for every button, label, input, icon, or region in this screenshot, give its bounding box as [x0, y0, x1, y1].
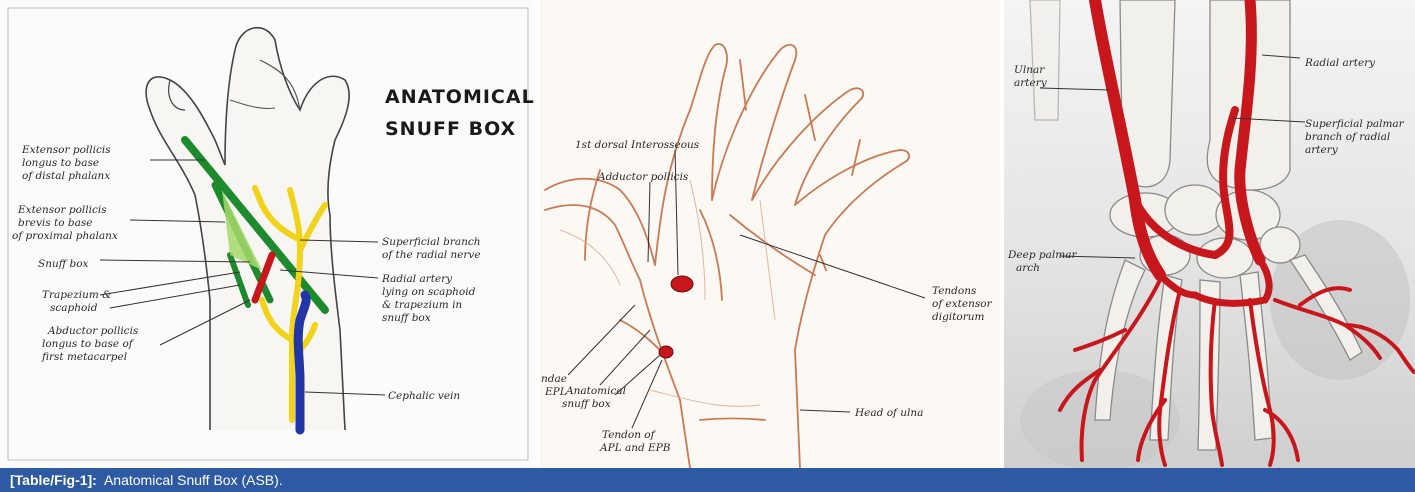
label-cephalic-vein: Cephalic vein — [388, 390, 460, 402]
label-ext-1: Tendons — [932, 285, 977, 297]
label-asb-1: Anatomical — [565, 385, 626, 397]
label-epb-2: brevis to base — [18, 217, 92, 229]
figure-illustration: ANATOMICAL SNUFF BOX Extensor pollicis l… — [0, 0, 1415, 468]
asb-marker — [659, 346, 673, 358]
label-srn-1: Superficial branch — [382, 236, 481, 248]
caption-text: Anatomical Snuff Box (ASB). — [104, 472, 283, 488]
label-epb-1: Extensor pollicis — [17, 204, 107, 216]
figure: ANATOMICAL SNUFF BOX Extensor pollicis l… — [0, 0, 1415, 468]
label-head-of-ulna: Head of ulna — [854, 407, 923, 419]
label-ulnar-1: Ulnar — [1014, 64, 1045, 76]
label-apl-3: first metacarpel — [41, 351, 127, 363]
label-epl-3: of distal phalanx — [22, 170, 110, 182]
label-adductor: Adductor pollicis — [597, 171, 689, 183]
fdi-marker — [671, 276, 693, 292]
label-ra-1: Radial artery — [381, 273, 453, 285]
label-srn-2: of the radial nerve — [382, 249, 481, 261]
label-ext-2: of extensor — [932, 298, 993, 310]
panel-3: Ulnar artery Radial artery Superficial p… — [1004, 0, 1415, 468]
label-epl-2: longus to base — [22, 157, 99, 169]
label-ulnar-2: artery — [1014, 77, 1048, 89]
label-apl-1: Abductor pollicis — [47, 325, 139, 337]
label-deep-1: Deep palmar — [1007, 249, 1077, 261]
faint-bone — [1030, 0, 1060, 120]
label-spb-3: artery — [1305, 144, 1339, 156]
label-ndae-2: EPL — [544, 386, 567, 398]
label-epb-3: of proximal phalanx — [12, 230, 118, 242]
label-snuff-box: Snuff box — [38, 258, 89, 270]
label-deep-2: arch — [1016, 262, 1040, 274]
panel-separator-2 — [1000, 0, 1004, 468]
label-tendon-1: Tendon of — [602, 429, 657, 441]
label-apl-2: longus to base of — [42, 338, 135, 350]
panel-2: 1st dorsal Interosseous Adductor pollici… — [540, 0, 1000, 468]
label-spb-1: Superficial palmar — [1305, 118, 1405, 130]
panel-1-title-line2: SNUFF BOX — [385, 118, 516, 140]
panel-separator-1 — [535, 0, 540, 468]
label-radial-artery: Radial artery — [1304, 57, 1376, 69]
label-trapezium-2: scaphoid — [50, 302, 98, 314]
label-trapezium-1: Trapezium & — [42, 289, 112, 301]
label-ra-2: lying on scaphoid — [382, 286, 476, 298]
label-spb-2: branch of radial — [1305, 131, 1390, 143]
figure-caption: [Table/Fig-1]: Anatomical Snuff Box (ASB… — [0, 468, 1415, 492]
label-epl-1: Extensor pollicis — [21, 144, 111, 156]
label-fdi: 1st dorsal Interosseous — [575, 139, 700, 151]
label-ext-3: digitorum — [932, 311, 984, 323]
panel-1-title-line1: ANATOMICAL — [385, 86, 535, 108]
label-ndae-1: ndae — [541, 373, 567, 385]
label-ra-3: & trapezium in — [382, 299, 462, 311]
caption-label: [Table/Fig-1]: — [10, 472, 97, 488]
label-ra-4: snuff box — [382, 312, 431, 324]
label-asb-2: snuff box — [562, 398, 611, 410]
carpal-bone-4 — [1260, 227, 1300, 263]
label-tendon-2: APL and EPB — [599, 442, 671, 454]
panel-1: ANATOMICAL SNUFF BOX Extensor pollicis l… — [0, 0, 535, 468]
